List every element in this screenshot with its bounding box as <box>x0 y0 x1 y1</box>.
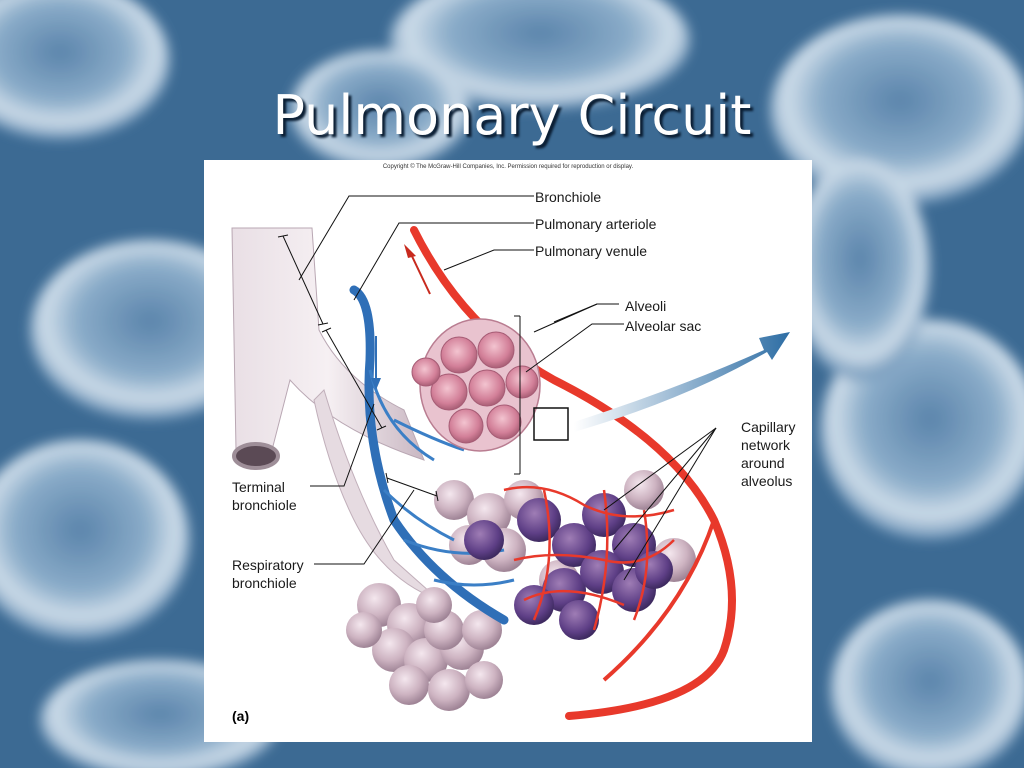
label-pulmonary-venule: Pulmonary venule <box>535 243 648 259</box>
venule-branch <box>602 519 716 682</box>
label-alveoli: Alveoli <box>625 298 667 314</box>
panel-label: (a) <box>232 708 250 724</box>
label-capillary-network: Capillary network around alveolus <box>741 418 795 490</box>
label-capillary-line1: Capillary <box>741 419 796 435</box>
label-alveolar-sac: Alveolar sac <box>625 318 702 334</box>
bronchiole-opening <box>232 442 280 470</box>
respiratory-bronchiole-tube <box>313 389 440 601</box>
alveolar-sac <box>411 318 541 452</box>
capillary-network <box>503 485 675 631</box>
flow-arrow <box>574 332 790 432</box>
detail-box <box>533 407 569 441</box>
slide-title: Pulmonary Circuit <box>272 84 752 147</box>
label-capillary-line3: around <box>741 455 785 471</box>
pulmonary-figure: Copyright © The McGraw-Hill Companies, I… <box>204 160 812 742</box>
lower-alveolar-cluster <box>346 583 503 711</box>
label-respiratory-bronchiole: Respiratory bronchiole <box>232 556 304 592</box>
copyright-line: Copyright © The McGraw-Hill Companies, I… <box>382 164 634 170</box>
label-capillary-line2: network <box>741 437 791 453</box>
pulmonary-arteriole <box>349 285 509 625</box>
pulmonary-diagram <box>231 195 790 720</box>
label-respiratory-line1: Respiratory <box>232 557 304 573</box>
label-bronchiole: Bronchiole <box>535 189 602 205</box>
bronchiole-tube <box>231 227 425 461</box>
label-capillary-line4: alveolus <box>741 473 793 489</box>
label-terminal-line2: bronchiole <box>232 497 297 513</box>
label-pulmonary-arteriole: Pulmonary arteriole <box>535 216 657 232</box>
arteriole-branches <box>368 369 515 587</box>
label-terminal-line1: Terminal <box>232 479 285 495</box>
label-terminal-bronchiole: Terminal bronchiole <box>232 478 297 514</box>
venule-flow-arrow <box>409 251 431 295</box>
label-respiratory-line2: bronchiole <box>232 575 297 591</box>
leader-lines <box>277 195 717 581</box>
